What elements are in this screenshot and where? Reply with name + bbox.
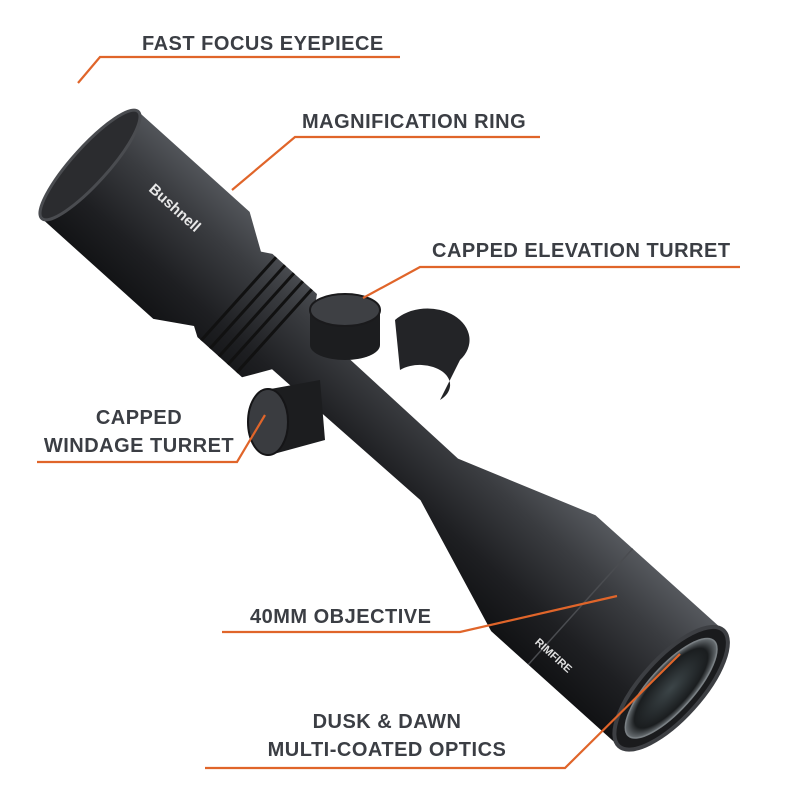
callout-optics-line2: MULTI-COATED OPTICS <box>267 739 507 761</box>
callout-elevation-turret: CAPPED ELEVATION TURRET <box>432 240 731 262</box>
callout-optics-line1: DUSK & DAWN <box>312 711 462 733</box>
callout-optics: DUSK & DAWN MULTI-COATED OPTICS <box>262 708 512 764</box>
callout-objective: 40MM OBJECTIVE <box>250 606 432 628</box>
elevation-turret <box>309 293 470 400</box>
scope-body: Bushnell RIMFIRE <box>38 108 730 752</box>
callout-windage-line2: WINDAGE TURRET <box>43 435 235 457</box>
windage-turret <box>247 380 325 456</box>
callout-lines <box>37 55 740 770</box>
callout-magnification-ring: MAGNIFICATION RING <box>302 111 527 133</box>
eyepiece-end <box>38 108 142 222</box>
callout-windage-line1: CAPPED <box>95 407 183 429</box>
callout-eyepiece: FAST FOCUS EYEPIECE <box>142 33 384 55</box>
magnification-ring-grip <box>200 256 313 374</box>
callout-windage-turret: CAPPED WINDAGE TURRET <box>40 404 238 460</box>
